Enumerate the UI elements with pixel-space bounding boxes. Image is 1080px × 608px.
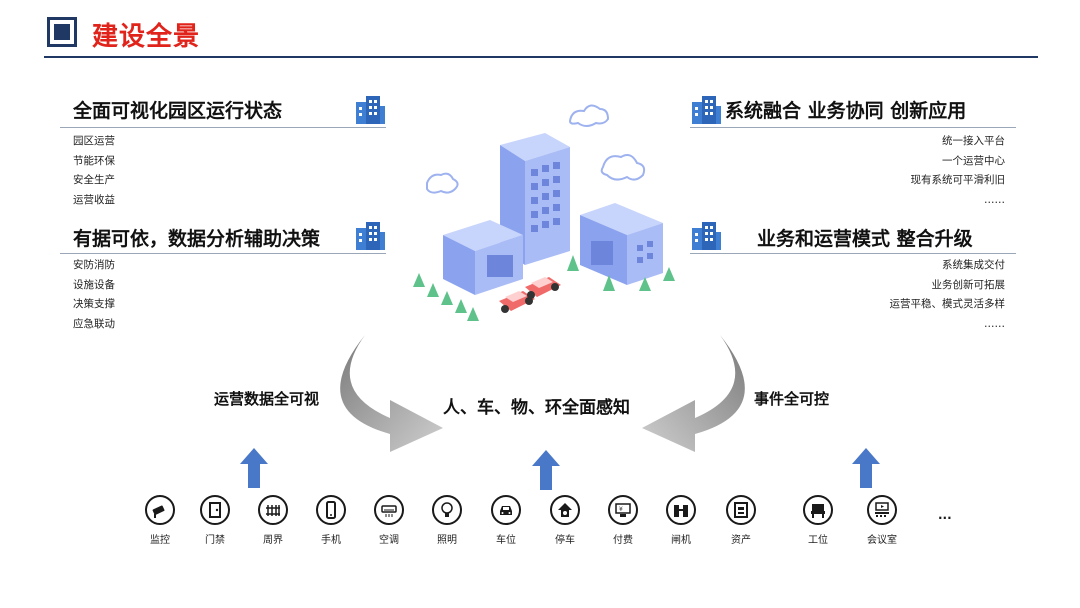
section-title-business-model: 业务和运营模式 整合升级: [757, 228, 973, 250]
device-item: 照明: [417, 495, 477, 546]
device-item: 手机: [301, 495, 361, 546]
more-devices-ellipsis: ...: [938, 508, 952, 522]
device-item: 停车: [535, 495, 595, 546]
gate-icon: [666, 495, 696, 525]
slide-header: 建设全景: [44, 14, 1038, 58]
device-item: 会议室: [852, 495, 912, 546]
list-visualization: 园区运营 节能环保 安全生产 运营收益: [73, 132, 115, 210]
section-divider: [60, 127, 386, 128]
device-item: 周界: [243, 495, 303, 546]
building-icon: [692, 222, 721, 250]
list-item: 系统集成交付: [942, 259, 1005, 271]
device-label: 手机: [321, 535, 341, 546]
up-arrow-icon: [532, 450, 560, 490]
phone-icon: [316, 495, 346, 525]
tree-icon: [413, 255, 675, 321]
smart-park-illustration: [413, 104, 675, 321]
list-item: 节能环保: [73, 154, 115, 167]
list-item: 安全生产: [73, 174, 115, 186]
device-label: 闸机: [671, 535, 691, 546]
device-item: 闸机: [651, 495, 711, 546]
title-square-icon: [47, 17, 77, 47]
device-label: 周界: [263, 535, 283, 546]
device-item: 车位: [476, 495, 536, 546]
list-item: 安防消防: [73, 259, 115, 271]
device-row: 监控 门禁 周界 手机 空调 照明 车位 停车 ¥ 付费 闸机 资产 工: [136, 495, 976, 555]
list-item: 园区运营: [73, 135, 115, 147]
device-label: 车位: [496, 535, 516, 546]
slide-title: 建设全景: [92, 22, 201, 52]
device-label: 工位: [808, 535, 828, 546]
list-item: ……: [984, 193, 1005, 206]
device-item: 监控: [130, 495, 190, 546]
list-item: 一个运营中心: [942, 154, 1005, 167]
up-arrow-icon: [852, 448, 880, 488]
flow-label-event-control: 事件全可控: [754, 390, 830, 408]
list-item: 运营平稳、模式灵活多样: [889, 298, 1006, 310]
list-item: 设施设备: [73, 278, 115, 291]
cloud-icon: [568, 104, 610, 127]
list-item: 决策支撑: [73, 298, 115, 310]
device-label: 空调: [379, 535, 399, 546]
workstation-icon: [803, 495, 833, 525]
up-arrow-icon: [240, 448, 268, 488]
device-item: 门禁: [185, 495, 245, 546]
door-icon: [200, 495, 230, 525]
curved-arrow-right: [642, 335, 745, 452]
list-item: 现有系统可平滑利旧: [910, 174, 1006, 186]
meeting-room-icon: [867, 495, 897, 525]
section-divider: [60, 253, 386, 254]
list-item: 运营收益: [73, 193, 115, 206]
list-item: 统一接入平台: [942, 135, 1005, 147]
building-icon: [356, 96, 385, 124]
parking-icon: [550, 495, 580, 525]
section-title-visualization: 全面可视化园区运行状态: [73, 100, 283, 122]
list-decision: 安防消防 设施设备 决策支撑 应急联动: [73, 256, 115, 334]
section-divider: [690, 253, 1016, 254]
list-integration: 统一接入平台 一个运营中心 现有系统可平滑利旧 ……: [785, 132, 1006, 210]
device-label: 会议室: [867, 535, 897, 546]
flow-label-data-visible: 运营数据全可视: [214, 390, 320, 408]
list-item: 应急联动: [73, 317, 115, 330]
device-label: 门禁: [205, 535, 225, 546]
camera-icon: [145, 495, 175, 525]
building-icon: [356, 222, 385, 250]
device-label: 照明: [437, 535, 457, 546]
device-label: 停车: [555, 535, 575, 546]
section-divider: [690, 127, 1016, 128]
device-item: 空调: [359, 495, 419, 546]
car-icon: [525, 277, 561, 299]
cloud-icon: [426, 172, 459, 194]
device-label: 资产: [731, 535, 751, 546]
cloud-icon: [600, 154, 646, 181]
device-item: 工位: [788, 495, 848, 546]
device-label: 监控: [150, 535, 170, 546]
bulb-icon: [432, 495, 462, 525]
flow-label-perception: 人、车、物、环全面感知: [443, 398, 630, 418]
list-item: ……: [984, 317, 1005, 330]
fence-icon: [258, 495, 288, 525]
device-item: 资产: [711, 495, 771, 546]
device-item: ¥ 付费: [593, 495, 653, 546]
building-icon: [692, 96, 721, 124]
section-title-integration: 系统融合 业务协同 创新应用: [725, 100, 967, 122]
curved-arrow-left: [340, 335, 443, 452]
svg-text:¥: ¥: [619, 506, 623, 513]
header-divider: [44, 56, 1038, 58]
section-title-decision: 有据可依，数据分析辅助决策: [73, 228, 321, 250]
air-conditioner-icon: [374, 495, 404, 525]
car-icon: [491, 495, 521, 525]
payment-icon: ¥: [608, 495, 638, 525]
list-business-model: 系统集成交付 业务创新可拓展 运营平稳、模式灵活多样 ……: [785, 256, 1006, 334]
asset-icon: [726, 495, 756, 525]
device-label: 付费: [613, 535, 633, 546]
list-item: 业务创新可拓展: [931, 278, 1006, 291]
